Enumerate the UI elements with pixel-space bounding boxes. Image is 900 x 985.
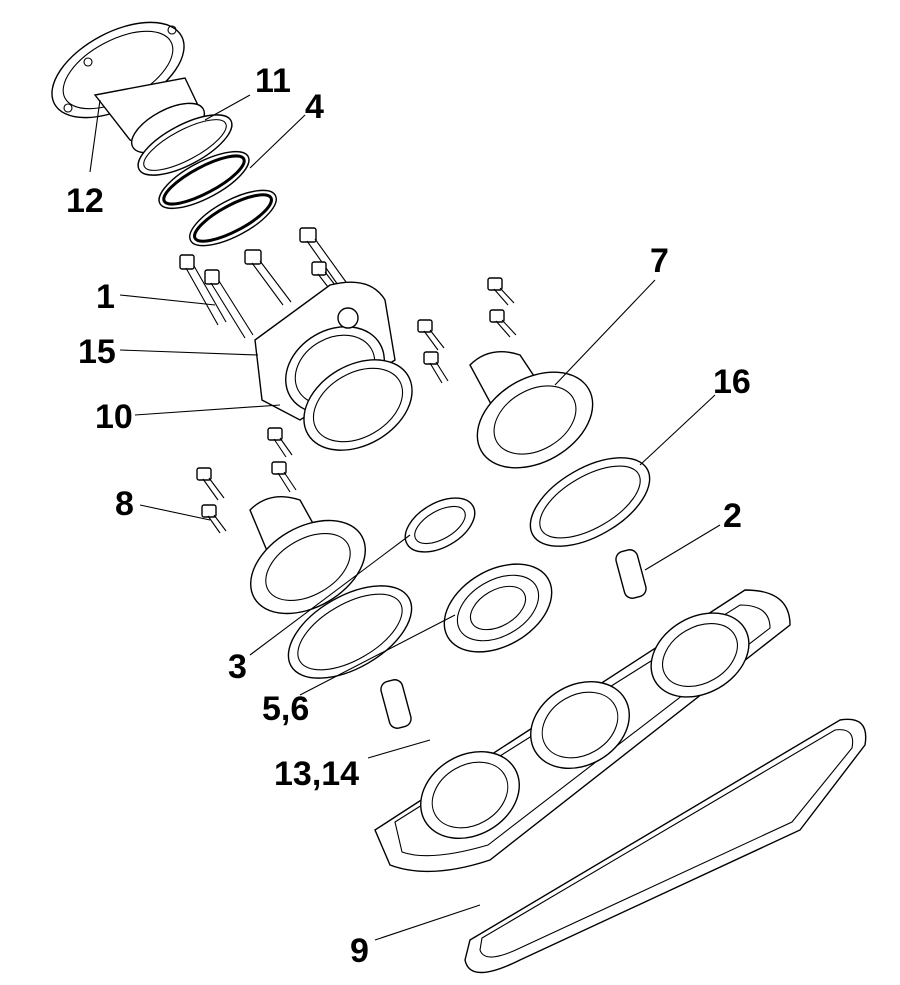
leader-lines (89, 94, 721, 941)
part-16-gasket (529, 457, 651, 547)
callout-1: 1 (96, 278, 115, 316)
dowel-pin-left (380, 679, 412, 729)
callout-7: 7 (650, 242, 669, 280)
part-9-large-gasket (464, 718, 867, 974)
part-4-ring (158, 150, 250, 210)
callout-10: 10 (95, 398, 133, 436)
small-bolts-center (267, 277, 517, 493)
callout-8: 8 (115, 485, 134, 523)
part-5-6-bearing (443, 563, 553, 653)
part-11-ring (137, 114, 233, 176)
callout-4: 4 (305, 88, 324, 126)
part-2-dowel-pin (615, 549, 647, 599)
seal-ring (189, 189, 277, 247)
callout-9: 9 (350, 932, 369, 970)
callout-2: 2 (723, 497, 742, 535)
part-10-gasket (303, 359, 413, 451)
part-1-bolts (179, 227, 347, 339)
callout-15: 15 (78, 333, 116, 371)
callout-3: 3 (228, 648, 247, 686)
callout-11: 11 (255, 62, 291, 100)
part-13-14-case-plate (374, 589, 791, 873)
part-3-bearing-cage (404, 497, 476, 553)
left-gasket (287, 585, 413, 679)
part-7-cover (469, 351, 594, 469)
part-8-bolts (196, 467, 227, 534)
callout-12: 12 (66, 182, 104, 220)
callout-16: 16 (713, 363, 751, 401)
callout-13-14: 13,14 (274, 755, 359, 793)
callout-labels: 11 4 12 1 15 10 7 16 8 2 3 5,6 13,14 9 (66, 62, 751, 970)
callout-5-6: 5,6 (262, 690, 309, 728)
